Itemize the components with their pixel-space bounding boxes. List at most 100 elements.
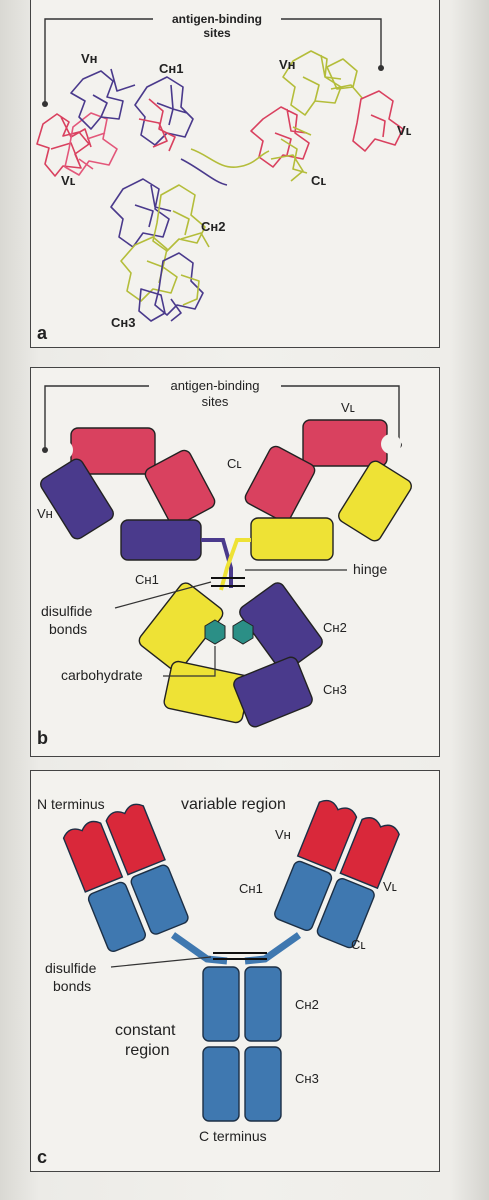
panel-b-letter: b: [37, 728, 48, 748]
ch3-left: [202, 1046, 240, 1122]
disulfide-label-line2: bonds: [49, 621, 87, 637]
carbohydrate-label: carbohydrate: [61, 667, 143, 683]
cl-label: Cʟ: [311, 173, 326, 188]
right-cl-domain-pink: [250, 106, 310, 168]
right-vl-domain: [302, 419, 388, 467]
left-ch1-domain: [87, 881, 146, 953]
right-hinge: [244, 932, 302, 965]
binding-site-marker-right: [378, 65, 384, 71]
vh-label-left: Vʜ: [81, 51, 98, 66]
panel-a-drawing: antigen-binding sites: [36, 12, 412, 343]
disulfide-label-line1: disulfide: [41, 603, 93, 619]
binding-notch-right: [381, 434, 401, 454]
ch3-label: Cʜ3: [295, 1071, 319, 1086]
sites-bracket: [44, 385, 400, 450]
right-vh-domain-2: [326, 58, 364, 100]
right-arm: [274, 799, 400, 949]
right-ch1-domain: [270, 126, 312, 182]
right-vl-domain: [352, 90, 404, 152]
disulfide-bond-marks: [211, 577, 245, 587]
right-ch1-domain: [274, 860, 333, 932]
vl-label: Vʟ: [383, 879, 397, 894]
left-vl-domain: [105, 803, 166, 876]
panel-b-drawing: antigen-binding sites: [37, 378, 412, 748]
fc-ch2-yellow: [138, 582, 224, 672]
disulfide-bond-marks: [213, 952, 267, 960]
ch2-label: Cʜ2: [323, 620, 347, 635]
ch3-label: Cʜ3: [111, 315, 135, 330]
left-cl-domain: [144, 449, 216, 527]
panel-c-letter: c: [37, 1147, 47, 1167]
left-cl-domain: [138, 98, 176, 152]
vh-label: Vʜ: [37, 506, 53, 521]
left-light-chain: [36, 113, 92, 177]
panel-b-schematic: antigen-binding sites: [30, 367, 440, 757]
ch3-right: [244, 1046, 282, 1122]
ch2-label: Cʜ2: [201, 219, 225, 234]
ch1-label: Cʜ1: [239, 881, 263, 896]
left-cl-domain: [130, 864, 189, 935]
ch2-right: [244, 966, 282, 1042]
vl-label-left: Vʟ: [61, 173, 76, 188]
binding-site-marker-left: [42, 101, 48, 107]
left-vh-domain: [40, 458, 114, 540]
left-ch1-domain: [134, 76, 194, 146]
ch3-label: Cʜ3: [323, 682, 347, 697]
panel-a-crystal-structure: antigen-binding sites: [30, 0, 440, 348]
sites-label-line1: antigen-binding: [171, 378, 260, 393]
vh-label: Vʜ: [275, 827, 291, 842]
right-ch1-domain: [250, 517, 334, 561]
binding-notch-left: [53, 440, 73, 460]
c-terminus-label: C terminus: [199, 1128, 267, 1144]
constant-region-label-line2: region: [125, 1042, 169, 1059]
right-vh-domain: [296, 799, 358, 872]
sites-bracket: [44, 18, 382, 103]
left-vh-domain: [70, 68, 136, 130]
domains: [40, 419, 412, 728]
right-cl-domain: [244, 445, 316, 523]
ch1-label: Cʜ1: [135, 572, 159, 587]
fc-yellow-extra: [180, 232, 210, 306]
fc-purple-upper: [110, 178, 172, 248]
panel-a-letter: a: [37, 323, 48, 343]
fc-ch2-purple: [239, 582, 323, 672]
left-hinge: [170, 932, 228, 965]
carbohydrate-leader: [163, 646, 216, 677]
disulfide-leader: [114, 581, 212, 609]
ch2-left: [202, 966, 240, 1042]
variable-region-label: variable region: [181, 796, 286, 813]
fc-purple-lower: [138, 252, 204, 322]
sites-label-line2: sites: [203, 26, 231, 40]
vl-label: Vʟ: [341, 400, 355, 415]
fc-yellow-upper: [152, 184, 206, 252]
disulfide-leader: [110, 956, 212, 968]
n-terminus-label: N terminus: [37, 796, 105, 812]
left-light-chain-2: [64, 112, 118, 176]
right-vl-domain: [339, 817, 400, 890]
disulfide-label-line1: disulfide: [45, 960, 97, 976]
disulfide-label-line2: bonds: [53, 978, 91, 994]
right-cl-domain: [316, 878, 375, 949]
constant-region-label-line1: constant: [115, 1022, 176, 1039]
left-vh-domain: [62, 820, 124, 893]
sites-label-line1: antigen-binding: [172, 12, 262, 26]
right-vh-domain: [338, 460, 412, 542]
vh-label-right: Vʜ: [279, 57, 296, 72]
ch1-label: Cʜ1: [159, 61, 183, 76]
cl-label: Cʟ: [227, 456, 242, 471]
ch2-label: Cʜ2: [295, 997, 319, 1012]
fc-ch3-purple: [233, 656, 313, 728]
antibody-domains: [62, 799, 400, 1122]
protein-backbone: [36, 50, 404, 322]
hinge-link-purple: [180, 158, 228, 186]
panel-c-simplified: N terminus variable region Vʜ Cʜ1 Vʟ Cʟ …: [30, 770, 440, 1172]
sites-label-line2: sites: [202, 394, 229, 409]
cl-label: Cʟ: [351, 937, 366, 952]
right-vh-domain: [282, 50, 342, 116]
hinge-label: hinge: [353, 561, 387, 577]
left-ch1-domain: [120, 519, 202, 561]
binding-site-marker-left: [42, 447, 48, 453]
carbohydrate-hexagon-right: [232, 619, 254, 645]
carbohydrate-hexagon-left: [204, 619, 226, 645]
left-arm: [62, 803, 189, 953]
